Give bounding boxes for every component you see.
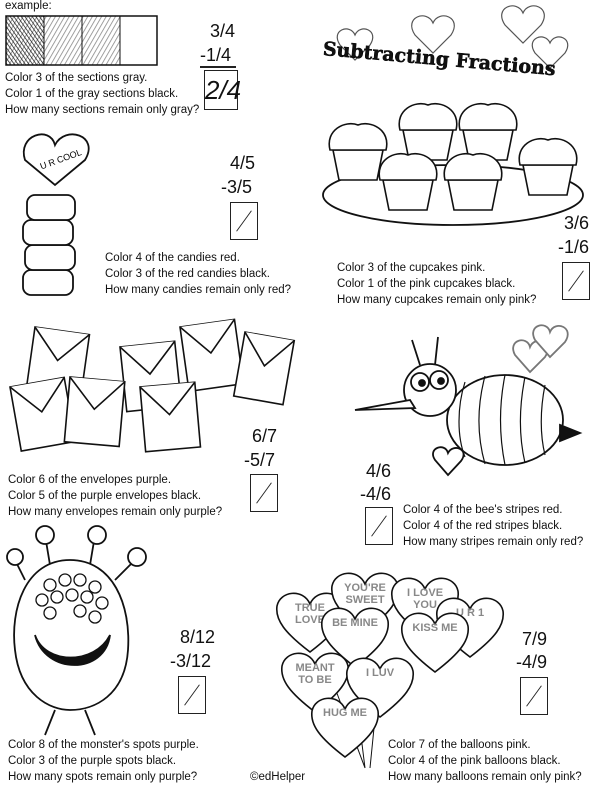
instruction-line: Color 1 of the gray sections black. (5, 88, 179, 100)
instruction-line: Color 6 of the envelopes purple. (8, 474, 172, 486)
instruction-line: How many cupcakes remain only pink? (337, 294, 537, 306)
answer-box[interactable] (365, 507, 393, 545)
instruction-line: Color 3 of the cupcakes pink. (337, 262, 486, 274)
balloon-text: I LOVE YOU (406, 587, 444, 611)
monster-illustration (6, 525, 147, 736)
instruction-line: How many balloons remain only pink? (388, 771, 582, 783)
instruction-line: How many spots remain only purple? (8, 771, 198, 783)
instruction-line: Color 1 of the pink cupcakes black. (337, 278, 516, 290)
balloon-text: I LUV (365, 667, 395, 679)
balloon: BE MINE (320, 603, 390, 669)
balloons-illustration: TRUE LOVE YOU'RE SWEET I LOVE YOU U R 1 BE M… (275, 568, 504, 769)
instruction-line: Color 8 of the monster's spots purple. (8, 739, 199, 751)
instruction-line: How many sections remain only gray? (5, 104, 200, 116)
answer-box[interactable] (250, 474, 278, 512)
answer-box[interactable] (562, 262, 590, 300)
envelopes-illustration (9, 318, 296, 453)
subtrahend: -5/7 (244, 450, 276, 470)
instruction-line: How many stripes remain only red? (403, 536, 584, 548)
hearts-decoration (336, 5, 569, 69)
instruction-line: Color 4 of the red stripes black. (403, 520, 563, 532)
subtrahend: -3/12 (170, 651, 212, 671)
subtrahend: -4/9 (516, 652, 548, 672)
instruction-line: Color 4 of the pink balloons black. (388, 755, 561, 767)
instruction-line: How many envelopes remain only purple? (8, 506, 223, 518)
subtrahend: -3/5 (221, 177, 253, 197)
minuend: 4/6 (366, 461, 392, 481)
balloon-text: YOU'RE SWEET (344, 582, 386, 606)
minuend: 7/9 (522, 629, 548, 649)
balloon: HUG ME (310, 693, 380, 759)
example-minuend: 3/4 (210, 21, 236, 41)
balloon-text: BE MINE (332, 617, 378, 629)
minuend: 6/7 (252, 426, 278, 446)
heart-balloon-icon (401, 612, 469, 674)
answer-box[interactable] (520, 677, 548, 715)
answer-box[interactable] (178, 676, 206, 714)
balloon-text: TRUE LOVE (295, 602, 325, 626)
instruction-line: Color 5 of the purple envelopes black. (8, 490, 202, 502)
minuend: 8/12 (180, 627, 216, 647)
instruction-line: How many candies remain only red? (105, 284, 292, 296)
balloon-text: HUG ME (323, 707, 367, 719)
answer-box[interactable] (230, 202, 258, 240)
balloon: MEANT TO BE (280, 648, 350, 714)
bee-illustration (354, 324, 583, 477)
instruction-line: Color 4 of the candies red. (105, 252, 240, 264)
subtrahend: -1/6 (558, 237, 590, 257)
example-answer-box: 2/4 (204, 70, 241, 110)
candy-stack-illustration: U R COOL (22, 133, 90, 296)
instruction-line: Color 7 of the balloons pink. (388, 739, 531, 751)
subtrahend: -4/6 (360, 484, 392, 504)
minuend: 3/6 (564, 213, 590, 233)
balloon: KISS ME (400, 608, 470, 674)
instruction-line: Color 3 of the sections gray. (5, 72, 148, 84)
instruction-line: Color 4 of the bee's stripes red. (403, 504, 563, 516)
minuend: 4/5 (230, 153, 256, 173)
heart-balloon-icon (321, 607, 389, 669)
balloon-text: U R 1 (455, 607, 485, 619)
example-label: example: (5, 0, 52, 12)
balloon-text: KISS ME (412, 622, 458, 634)
balloon-text: MEANT TO BE (295, 662, 335, 686)
credit: ©edHelper (250, 771, 306, 783)
example-subtrahend: -1/4 (200, 45, 232, 65)
instruction-line: Color 3 of the purple spots black. (8, 755, 177, 767)
instruction-line: Color 3 of the red candies black. (105, 268, 270, 280)
cupcakes-illustration (322, 103, 584, 226)
heart-balloon-icon (311, 697, 379, 759)
example-fraction-bar (5, 15, 158, 66)
